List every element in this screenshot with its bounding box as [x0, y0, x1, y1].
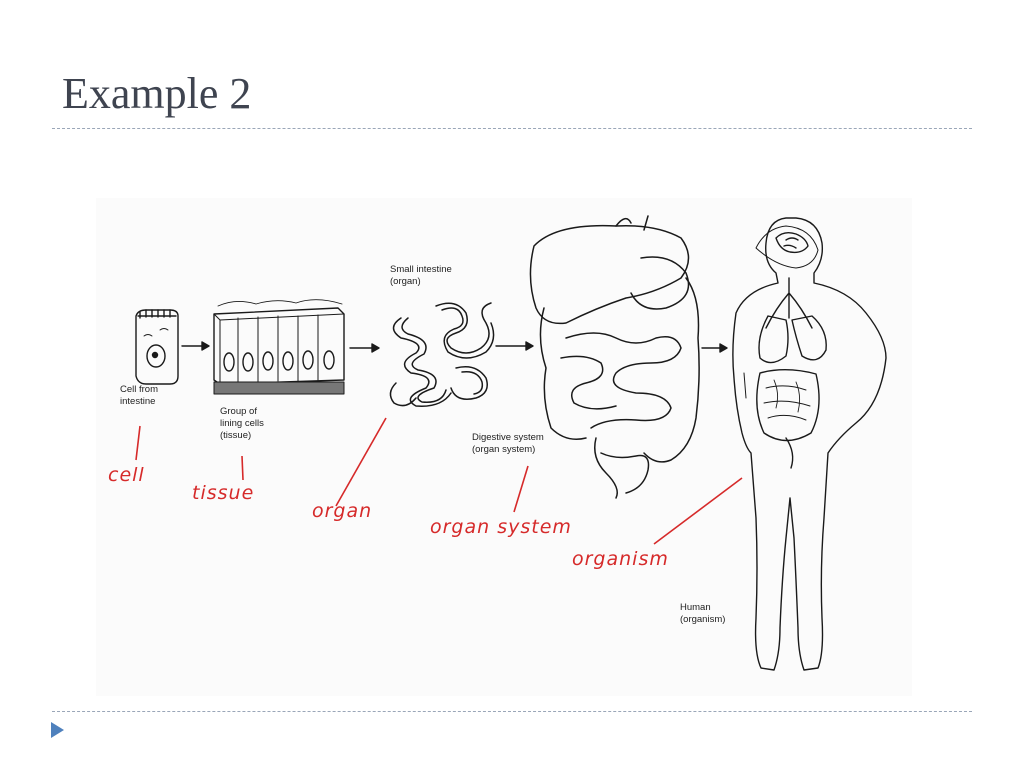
- title-divider: [52, 128, 972, 129]
- human-body-drawing: [732, 217, 887, 671]
- small-intestine-drawing: [389, 302, 495, 407]
- caption-organism: Human (organism): [680, 602, 726, 625]
- handwritten-label-organism: organism: [572, 548, 669, 570]
- tissue-drawing: [213, 299, 345, 395]
- digestive-system-drawing: [529, 215, 700, 499]
- slide-title: Example 2: [62, 69, 252, 118]
- caption-organ: Small intestine (organ): [390, 264, 452, 287]
- cell-drawing: [135, 309, 179, 385]
- play-triangle-icon[interactable]: [50, 720, 66, 745]
- handwritten-label-tissue: tissue: [192, 482, 255, 504]
- caption-tissue: Group of lining cells (tissue): [220, 406, 264, 441]
- levels-of-organization-diagram: Cell from intestine Group of lining cell…: [96, 198, 912, 696]
- footer-divider: [52, 711, 972, 712]
- diagram-drawing: [135, 215, 887, 671]
- handwritten-label-cell: cell: [108, 464, 145, 486]
- caption-organ-system: Digestive system (organ system): [472, 432, 544, 455]
- caption-cell: Cell from intestine: [120, 384, 159, 407]
- handwritten-label-organ-system: organ system: [430, 516, 572, 538]
- annotation-pointers: [135, 417, 743, 545]
- handwritten-label-organ: organ: [312, 500, 373, 522]
